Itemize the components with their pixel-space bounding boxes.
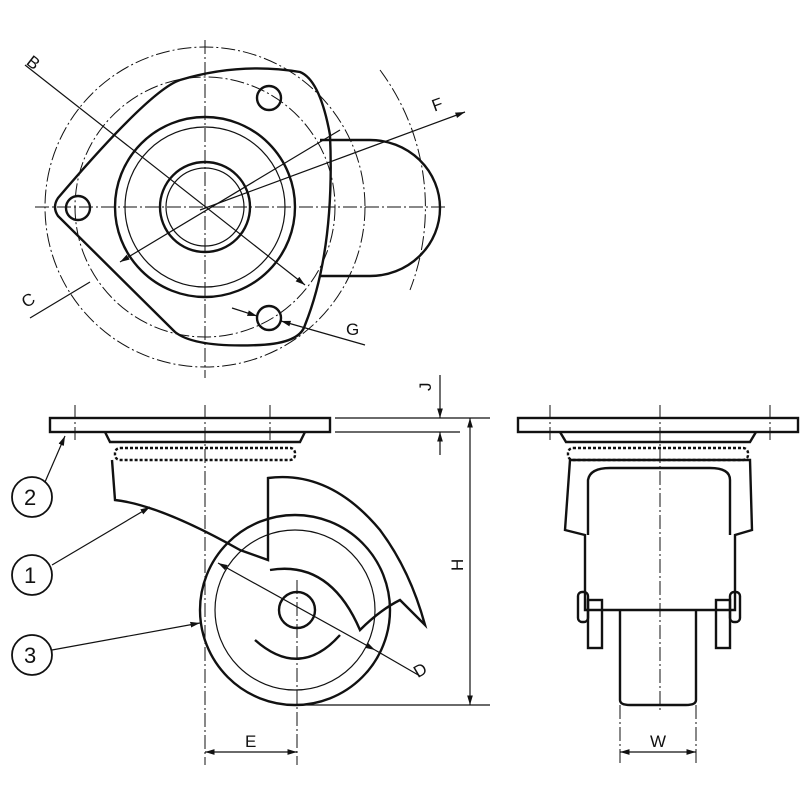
label-j: J xyxy=(416,383,435,392)
front-view: W xyxy=(516,405,800,765)
label-e: E xyxy=(245,732,256,751)
callout-1: 1 xyxy=(24,563,36,588)
label-f: F xyxy=(429,94,445,115)
callout-circle xyxy=(11,634,53,676)
label-g: G xyxy=(346,320,359,339)
callout-circle xyxy=(11,476,53,518)
top-view: B C F G xyxy=(18,40,466,378)
label-d: D xyxy=(410,659,430,682)
label-w: W xyxy=(650,732,666,751)
label-h: H xyxy=(448,559,467,571)
label-b: B xyxy=(23,52,44,74)
label-c: C xyxy=(18,289,38,312)
callout-circle xyxy=(11,554,53,596)
side-view: D J H E 2 1 3 xyxy=(11,375,490,765)
callout-2: 2 xyxy=(24,485,36,510)
callout-3: 3 xyxy=(24,643,36,668)
